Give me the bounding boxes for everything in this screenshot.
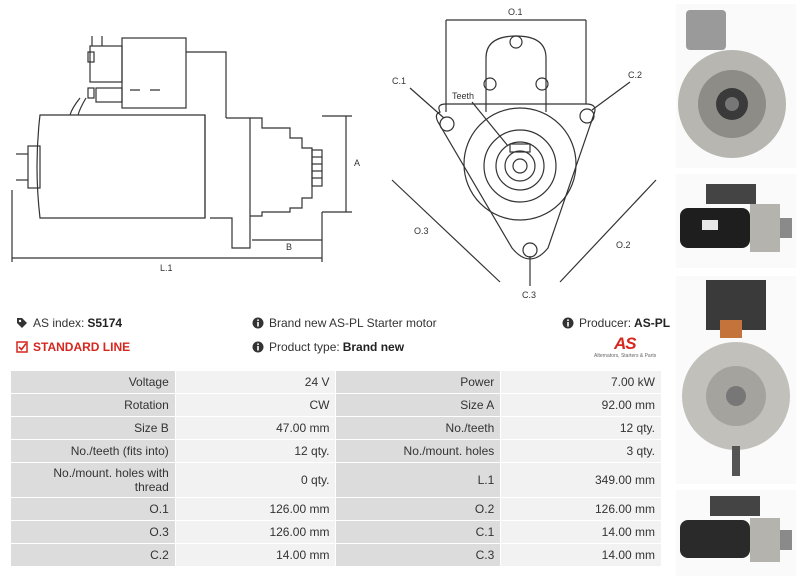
spec-value: 349.00 mm bbox=[500, 462, 662, 498]
product-photo-side-bottom[interactable] bbox=[676, 490, 796, 576]
product-photo-front[interactable] bbox=[676, 4, 796, 168]
logo-mark: AS bbox=[614, 334, 637, 353]
spec-row: No./teeth (fits into)12 qty.No./mount. h… bbox=[10, 439, 662, 463]
producer: Producer: AS-PL bbox=[562, 316, 670, 330]
spec-key: C.1 bbox=[335, 520, 502, 544]
as-index: AS index: S5174 bbox=[16, 316, 122, 330]
spec-key: No./mount. holes with thread bbox=[10, 462, 176, 498]
spec-key: O.2 bbox=[335, 497, 502, 521]
spec-key: C.2 bbox=[10, 543, 176, 567]
dim-l1-label: L.1 bbox=[160, 263, 173, 273]
info-icon bbox=[252, 341, 264, 353]
spec-value: 3 qty. bbox=[500, 439, 662, 463]
dim-o1-label: O.1 bbox=[508, 7, 523, 17]
spec-value: 126.00 mm bbox=[500, 497, 662, 521]
spec-value: 47.00 mm bbox=[174, 416, 337, 440]
product-description: Brand new AS-PL Starter motor bbox=[252, 316, 437, 330]
spec-key: O.3 bbox=[10, 520, 176, 544]
spec-value: 126.00 mm bbox=[174, 497, 337, 521]
as-index-label: AS index: bbox=[33, 316, 85, 330]
technical-drawing: A B L.1 O.1 O.2 O.3 C.1 C.2 C.3 Teeth bbox=[11, 7, 657, 300]
spec-key: Power bbox=[335, 370, 502, 394]
product-type-label: Product type: bbox=[269, 340, 340, 354]
spec-key: Size A bbox=[335, 393, 502, 417]
as-pl-logo: AS Alternators, Starters & Parts bbox=[592, 334, 662, 362]
spec-key: L.1 bbox=[335, 462, 502, 498]
dim-o2-label: O.2 bbox=[616, 240, 631, 250]
dim-c1-label: C.1 bbox=[392, 76, 406, 86]
spec-key: Voltage bbox=[10, 370, 176, 394]
product-line-label: STANDARD LINE bbox=[33, 340, 131, 354]
spec-value: 0 qty. bbox=[174, 462, 337, 498]
tag-icon bbox=[16, 317, 28, 329]
dim-c2-label: C.2 bbox=[628, 70, 642, 80]
dim-c3-label: C.3 bbox=[522, 290, 536, 300]
info-icon bbox=[252, 317, 264, 329]
info-icon bbox=[562, 317, 574, 329]
spec-value: 24 V bbox=[174, 370, 337, 394]
product-type: Product type: Brand new bbox=[252, 340, 404, 354]
spec-key: O.1 bbox=[10, 497, 176, 521]
spec-key: No./mount. holes bbox=[335, 439, 502, 463]
spec-value: 14.00 mm bbox=[500, 520, 662, 544]
as-index-value: S5174 bbox=[87, 316, 123, 330]
product-photo-side-top[interactable] bbox=[676, 174, 796, 268]
dim-a-label: A bbox=[354, 158, 360, 168]
producer-label: Producer: bbox=[579, 316, 632, 330]
product-description-text: Brand new AS-PL Starter motor bbox=[269, 316, 437, 330]
spec-key: C.3 bbox=[335, 543, 502, 567]
logo-subtitle: Alternators, Starters & Parts bbox=[594, 353, 657, 359]
spec-value: 12 qty. bbox=[174, 439, 337, 463]
spec-key: Rotation bbox=[10, 393, 176, 417]
product-line: STANDARD LINE bbox=[16, 340, 130, 354]
dim-b-label: B bbox=[286, 242, 292, 252]
spec-key: Size B bbox=[10, 416, 176, 440]
spec-value: 14.00 mm bbox=[174, 543, 337, 567]
checkbox-checked-icon bbox=[16, 341, 28, 353]
spec-value: CW bbox=[174, 393, 337, 417]
spec-value: 92.00 mm bbox=[500, 393, 662, 417]
product-type-value: Brand new bbox=[342, 340, 405, 354]
product-photo-terminals[interactable] bbox=[676, 276, 796, 484]
producer-value: AS-PL bbox=[634, 316, 671, 330]
spec-value: 14.00 mm bbox=[500, 543, 662, 567]
dim-o3-label: O.3 bbox=[414, 226, 429, 236]
spec-value: 126.00 mm bbox=[174, 520, 337, 544]
spec-key: No./teeth bbox=[335, 416, 502, 440]
spec-value: 7.00 kW bbox=[500, 370, 662, 394]
teeth-label: Teeth bbox=[452, 91, 474, 101]
spec-key: No./teeth (fits into) bbox=[10, 439, 176, 463]
spec-value: 12 qty. bbox=[500, 416, 662, 440]
